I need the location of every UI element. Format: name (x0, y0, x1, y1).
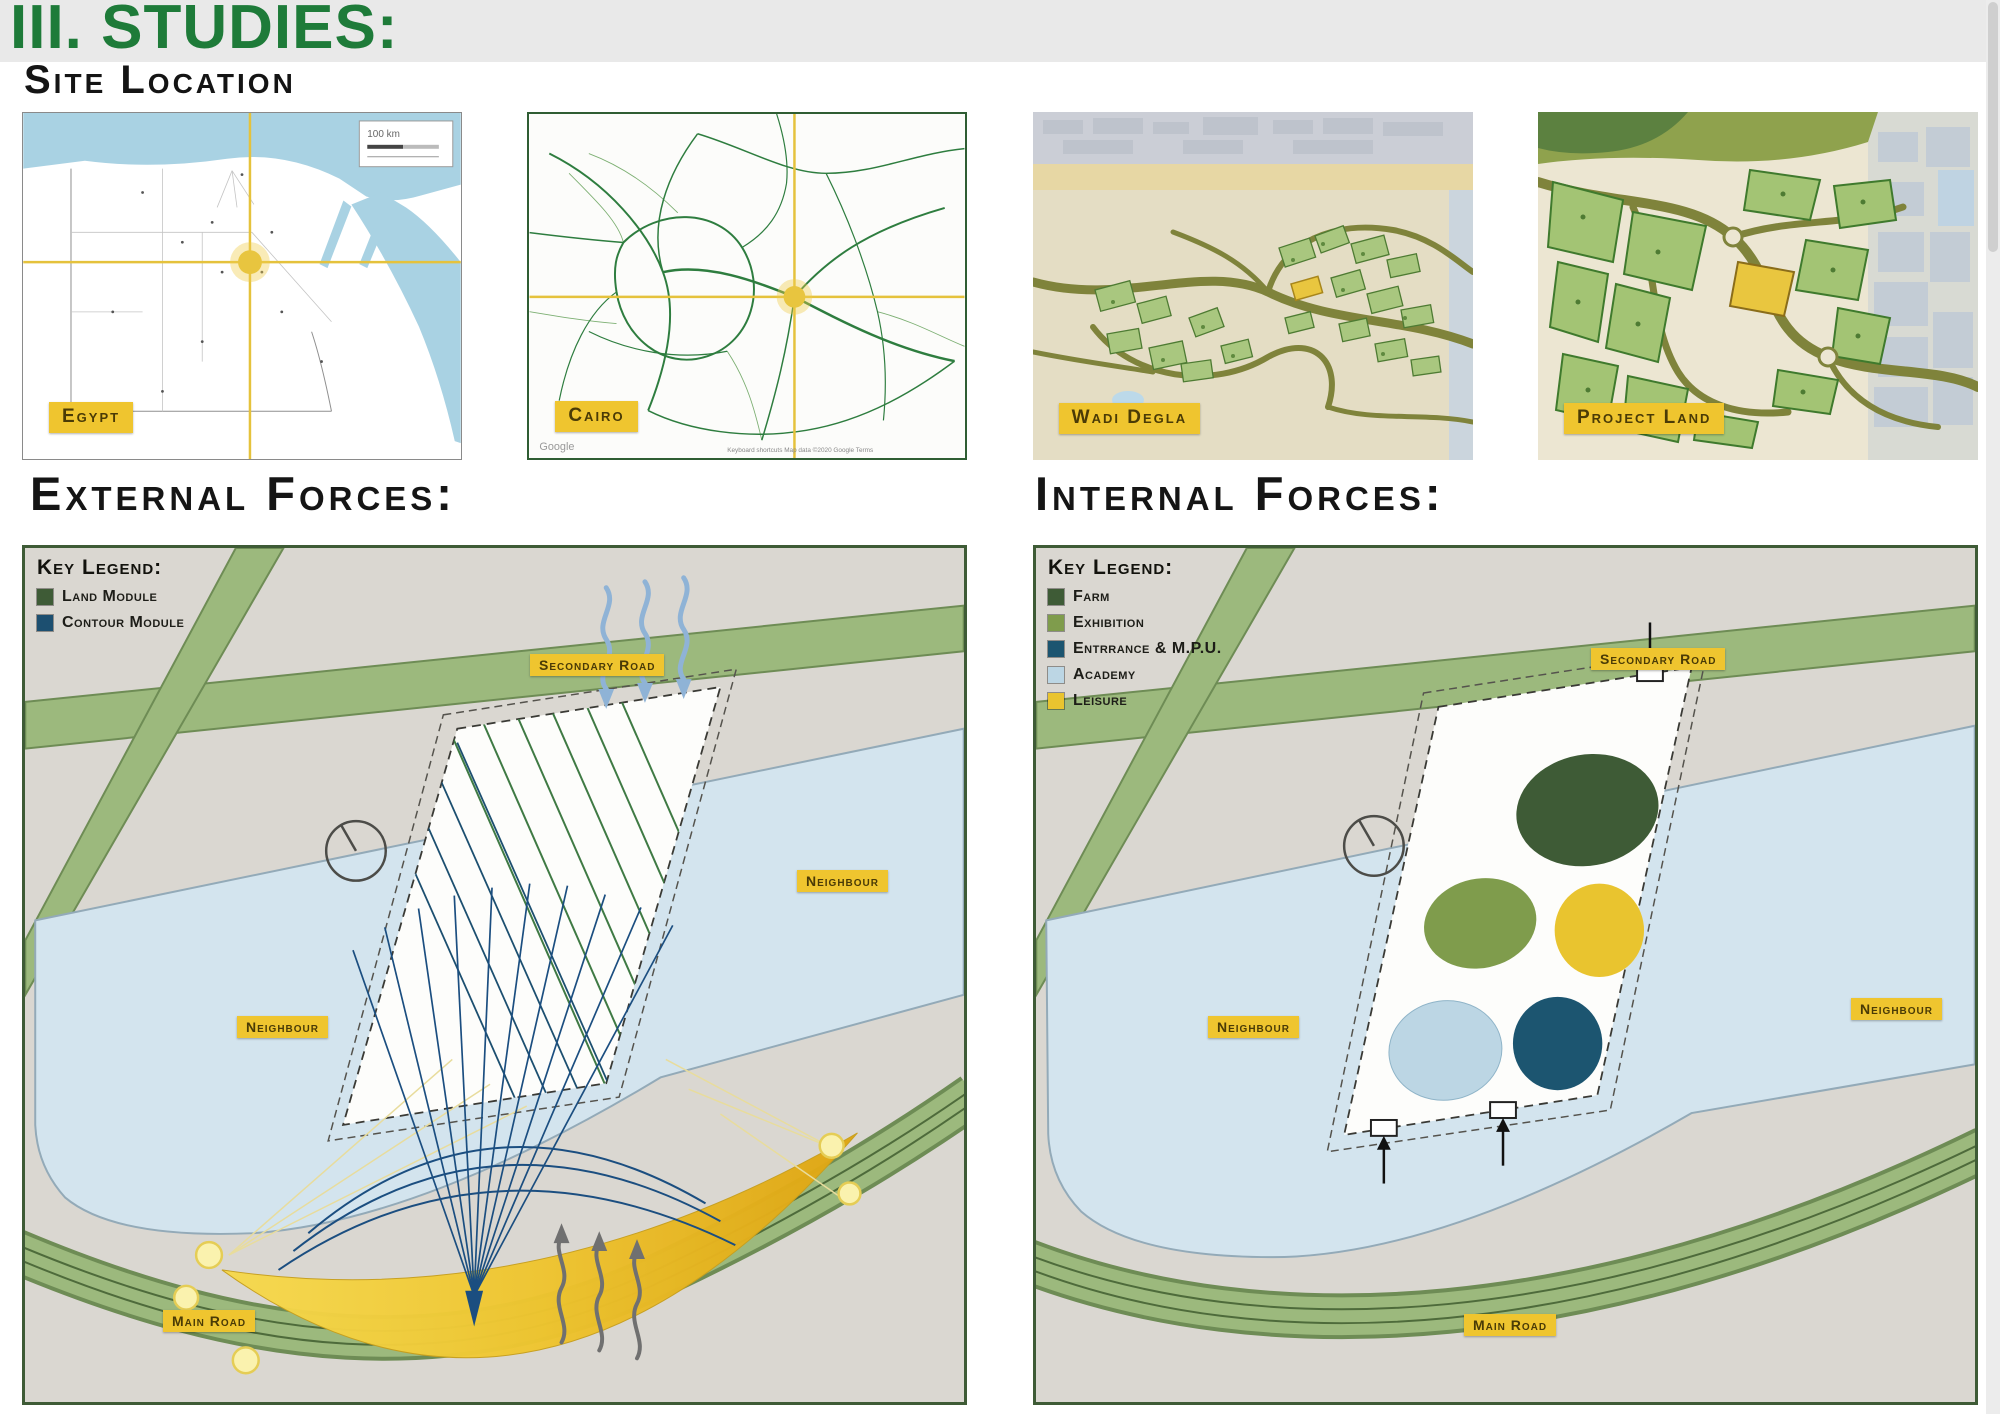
external-forces-panel: Key Legend: Land Module Contour Module S… (22, 545, 967, 1405)
neighbour-badge-right: Neighbour (797, 870, 889, 893)
site-setback-dashed (1326, 648, 1709, 1153)
external-forces-heading: External Forces: (30, 467, 456, 520)
site-location-heading: Site Location (24, 58, 296, 102)
legend-label: Farm (1073, 588, 1110, 605)
road-network (529, 114, 965, 441)
water-block (1937, 170, 1974, 226)
access-wavy-arrows (556, 1234, 642, 1361)
legend-label: Leisure (1073, 692, 1128, 709)
title-band (0, 0, 2000, 62)
project-land-map[interactable]: Project Land (1537, 112, 1978, 460)
scrollbar[interactable] (1986, 0, 2000, 1414)
minor-roads (529, 153, 965, 441)
site-location-maps: 100 km Egypt (22, 112, 1978, 460)
external-key-legend: Key Legend: Land Module Contour Module (37, 556, 184, 632)
north-indicator (324, 819, 388, 882)
legend-label: Entrrance & M.P.U. (1073, 640, 1222, 657)
legend-label: Land Module (62, 588, 158, 605)
contour-module-swatch (37, 615, 53, 631)
legend-label: Exhibition (1073, 614, 1145, 631)
farm-bubble (1516, 754, 1659, 867)
internal-forces-heading: Internal Forces: (1035, 467, 1445, 520)
sun-path-crescent (221, 1132, 858, 1359)
location-marker (238, 250, 262, 275)
neighbour-badge-left: Neighbour (1208, 1016, 1300, 1039)
legend-item-leisure: Leisure (1048, 692, 1222, 710)
secondary-road-badge: Secondary Road (530, 654, 665, 677)
mediterranean-sea (23, 113, 461, 201)
project-land-label-badge: Project Land (1563, 403, 1725, 434)
view-fan-lines (352, 883, 674, 1297)
main-road-lane-lines (1036, 1145, 1975, 1325)
cairo-map-drawing: Google Keyboard shortcuts Map data ©2020… (529, 114, 965, 458)
legend-label: Contour Module (62, 614, 185, 631)
land-parcels (1093, 224, 1442, 383)
sun-markers (173, 1132, 862, 1375)
north-indicator (1342, 814, 1405, 877)
internal-forces-diagram (1036, 548, 1975, 1402)
page-title: III. STUDIES: (10, 0, 399, 62)
city-dots (111, 173, 323, 393)
wadi-degla-map[interactable]: Wadi Degla (1032, 112, 1473, 460)
leisure-swatch (1048, 693, 1064, 709)
legend-item-academy: Academy (1048, 666, 1222, 684)
sand-strip (1032, 164, 1473, 190)
scrollbar-thumb[interactable] (1988, 2, 1998, 252)
flow-arcs (277, 1146, 736, 1271)
entrance-mpu-swatch (1048, 641, 1064, 657)
cairo-map[interactable]: Google Keyboard shortcuts Map data ©2020… (527, 112, 968, 460)
cross-road (1036, 548, 1296, 998)
main-road-badge: Main Road (163, 1310, 256, 1333)
highlighted-site-parcel (1728, 260, 1796, 318)
legend-title: Key Legend: (37, 556, 163, 579)
legend-item-farm: Farm (1048, 588, 1222, 606)
east-band (1448, 190, 1473, 460)
neighbour-badge-left: Neighbour (237, 1016, 329, 1039)
secondary-road-badge: Secondary Road (1591, 648, 1726, 671)
neighbour-badge-right: Neighbour (1851, 998, 1943, 1021)
egypt-map[interactable]: 100 km Egypt (22, 112, 462, 460)
highlighted-site-parcel (1289, 275, 1324, 302)
scale-box: 100 km (358, 120, 454, 168)
internal-forces-panel: Key Legend: Farm Exhibition Entrrance & … (1033, 545, 1978, 1405)
academy-swatch (1048, 667, 1064, 683)
wadi-degla-label-badge: Wadi Degla (1058, 403, 1201, 434)
red-sea (351, 192, 461, 444)
academy-bubble (1388, 1000, 1503, 1101)
trees (1110, 242, 1407, 362)
roundabouts (1722, 226, 1839, 368)
cairo-label-badge: Cairo (555, 401, 638, 432)
land-module-swatch (37, 589, 53, 605)
internal-key-legend: Key Legend: Farm Exhibition Entrrance & … (1048, 556, 1222, 710)
google-watermark: Google (540, 441, 575, 453)
wadi-degla-map-drawing (1032, 112, 1473, 460)
egypt-map-drawing: 100 km (23, 113, 461, 459)
access-arrowheads (553, 1223, 645, 1260)
cross-road (25, 548, 285, 998)
legend-item-land-module: Land Module (37, 588, 184, 606)
main-road-badge: Main Road (1464, 1314, 1557, 1337)
legend-item-entrance-mpu: Entrrance & M.P.U. (1048, 640, 1222, 658)
view-fan-arrowhead (465, 1290, 484, 1327)
farm-swatch (1048, 589, 1064, 605)
legend-item-contour-module: Contour Module (37, 614, 184, 632)
secondary-road (25, 604, 964, 750)
legend-item-exhibition: Exhibition (1048, 614, 1222, 632)
wind-arrowheads (598, 679, 692, 709)
legend-label: Academy (1073, 666, 1136, 683)
exhibition-bubble (1424, 878, 1537, 969)
egypt-label-badge: Egypt (49, 402, 134, 433)
entrance-mpu-bubble (1512, 996, 1603, 1091)
external-forces-diagram (25, 548, 964, 1402)
admin-lines (70, 168, 332, 412)
sun-ray-lines (228, 1058, 850, 1256)
map-attribution[interactable]: Keyboard shortcuts Map data ©2020 Google… (728, 446, 874, 454)
leisure-bubble (1554, 883, 1645, 977)
top-green-mass (1537, 112, 1688, 154)
legend-title: Key Legend: (1048, 556, 1174, 579)
location-marker (783, 286, 806, 308)
secondary-road (1036, 604, 1975, 750)
scale-note: 100 km (367, 129, 400, 140)
exhibition-swatch (1048, 615, 1064, 631)
